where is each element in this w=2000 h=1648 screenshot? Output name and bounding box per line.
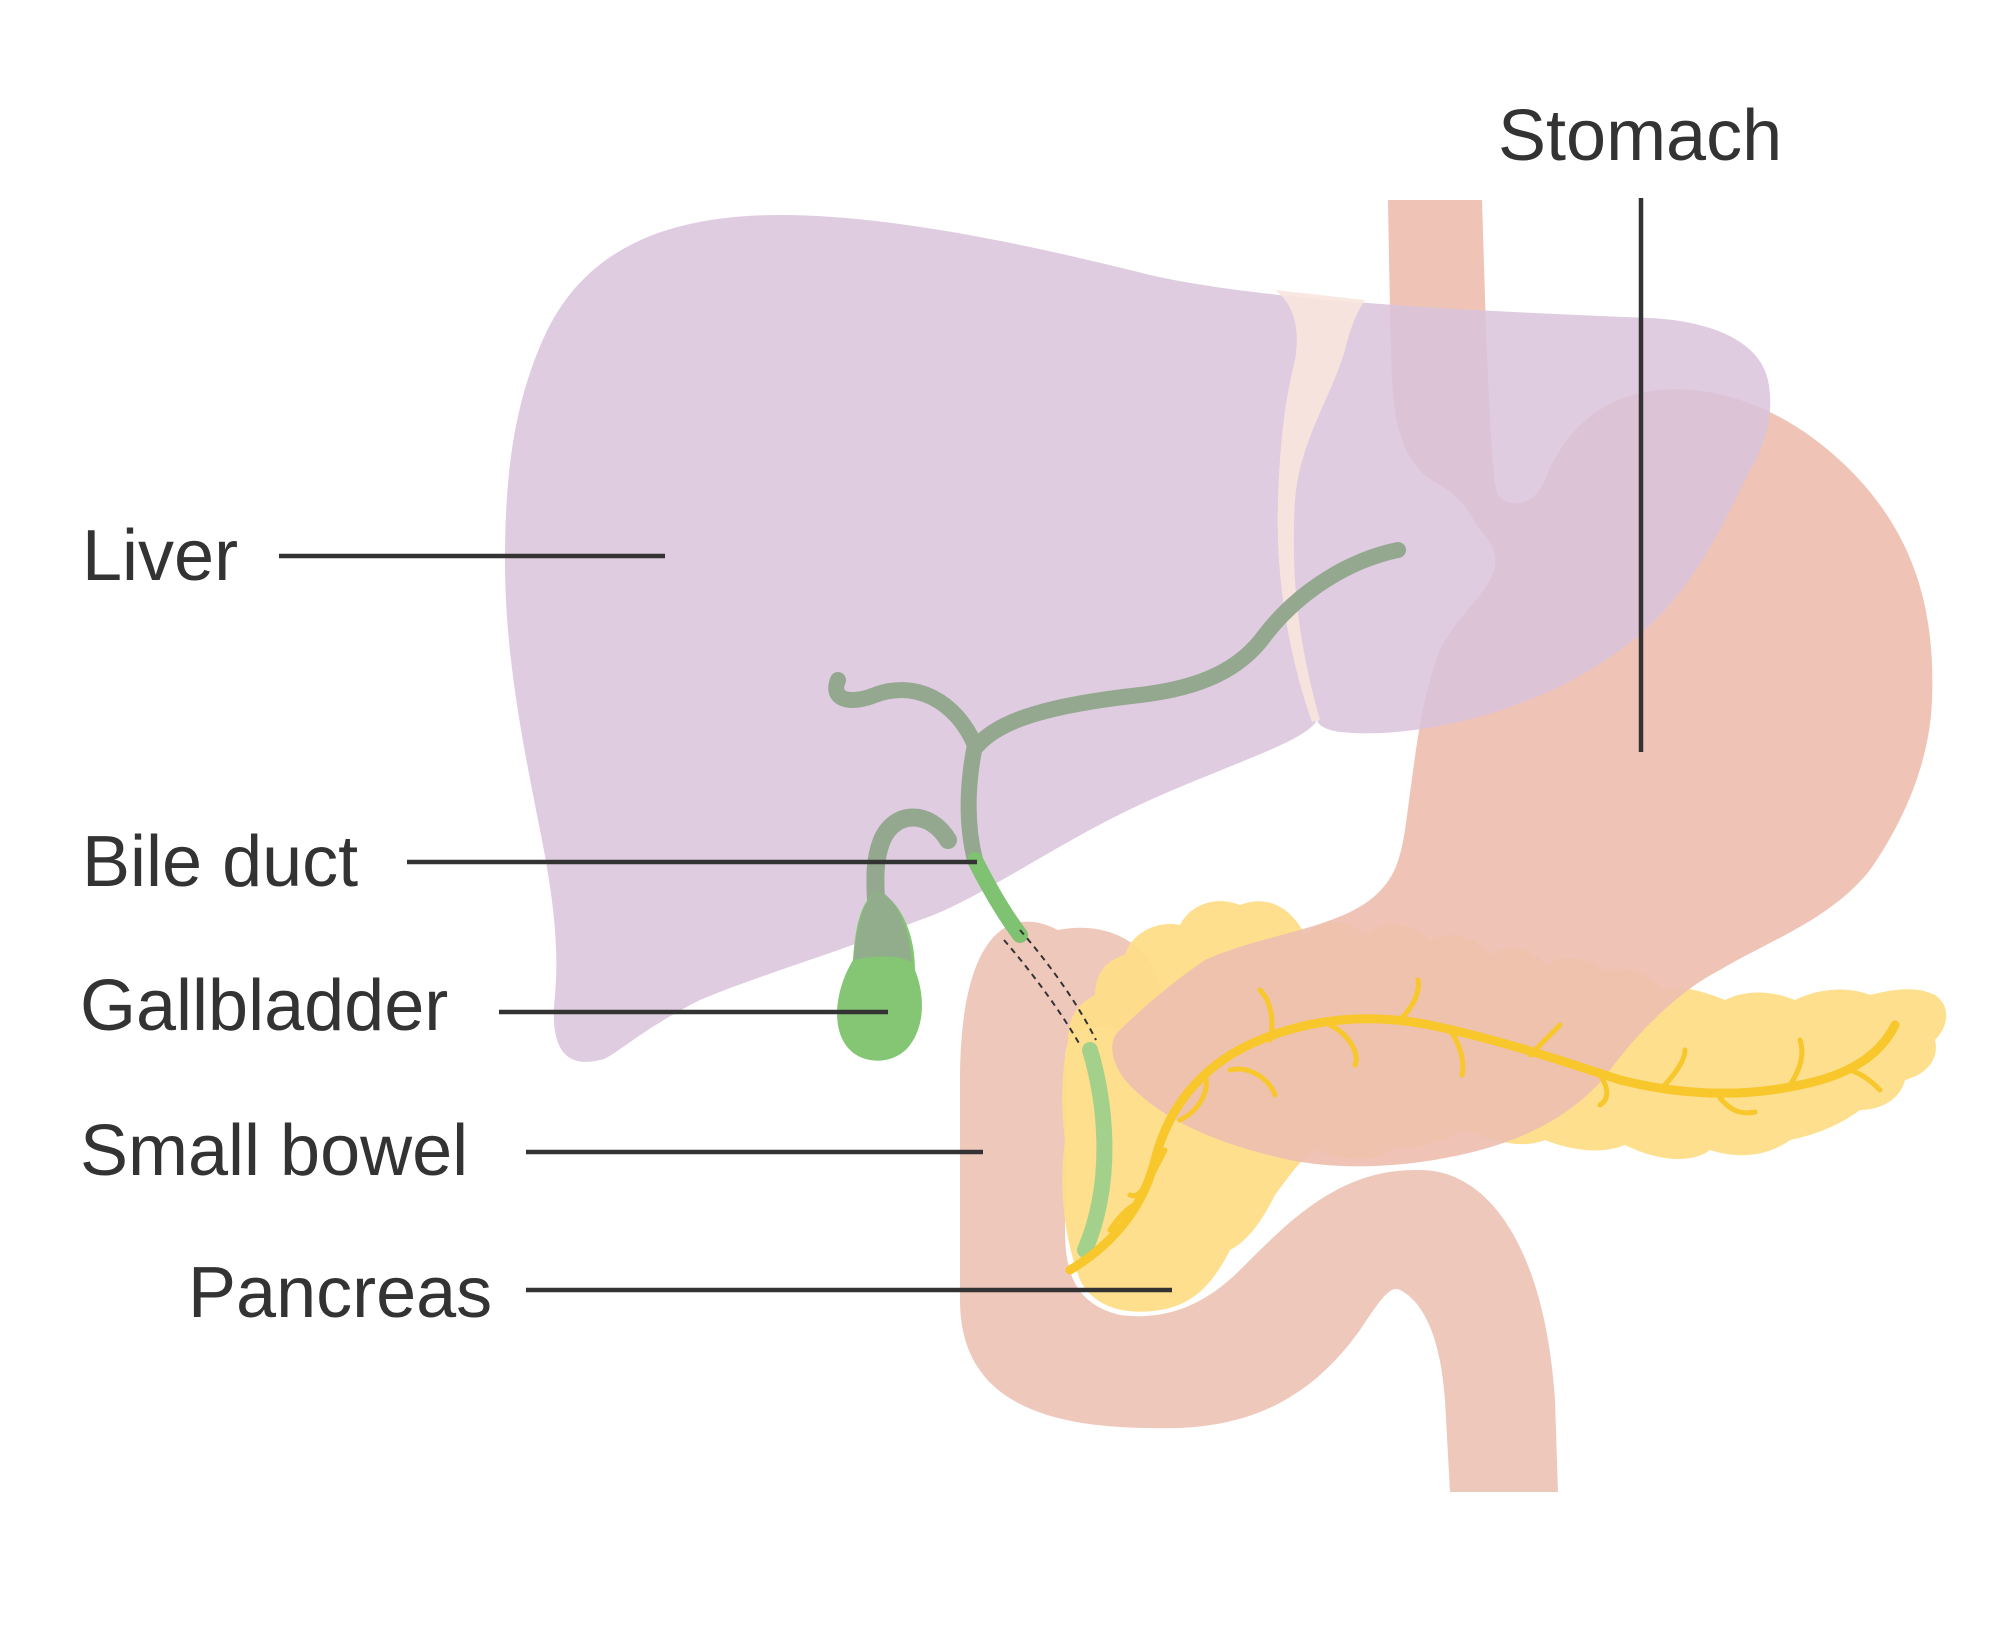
stomach-label: Stomach — [1498, 96, 1782, 176]
falciform-ligament-shape — [1275, 290, 1365, 722]
pancreas-label: Pancreas — [188, 1253, 492, 1333]
liver-shape — [505, 215, 1771, 1062]
gallbladder-neck-shape — [854, 890, 912, 962]
small-bowel-label: Small bowel — [80, 1111, 468, 1191]
liver-label: Liver — [82, 516, 238, 596]
gallbladder-label: Gallbladder — [80, 966, 448, 1046]
bile-duct-hidden-path — [1003, 929, 1097, 1046]
bile-duct-label: Bile duct — [82, 822, 358, 902]
pancreatic-duct-shape — [1065, 977, 1900, 1275]
bile-duct-shape — [828, 542, 1406, 1258]
small-bowel-shape — [960, 921, 1558, 1492]
